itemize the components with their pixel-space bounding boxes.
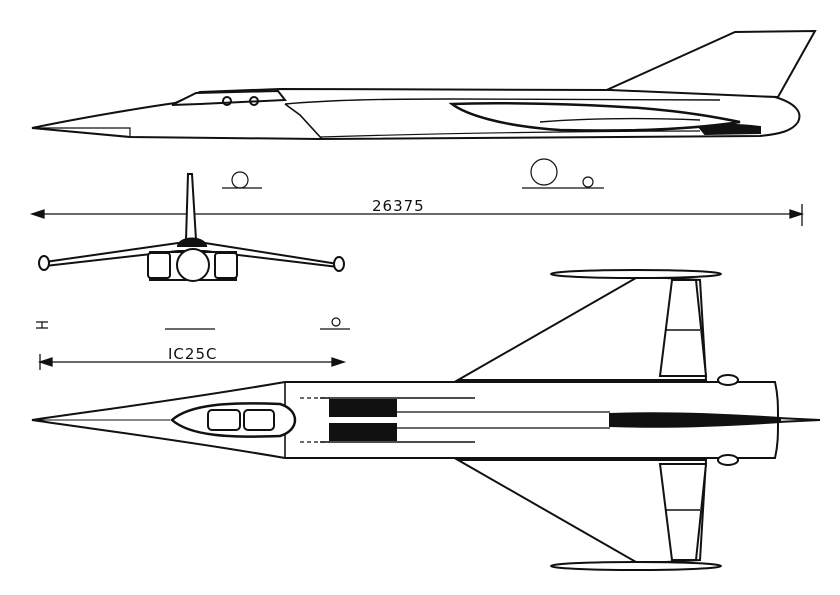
span-dimension (37, 354, 347, 370)
plan-view-fuselage (31, 381, 821, 459)
side-view-lower-line (319, 130, 701, 138)
canopy-porthole (222, 96, 232, 106)
side-view (31, 29, 817, 141)
front-view-fin (184, 173, 198, 241)
plan-view-wingtip-pod (550, 561, 722, 571)
side-view-exhaust (698, 123, 761, 136)
front-view-fuselage-circle (176, 248, 210, 282)
plan-view-canopy-window (207, 409, 241, 431)
front-view-canopy (176, 237, 208, 247)
front-view-markers (36, 317, 350, 330)
side-view-vertical-fin (599, 29, 817, 99)
front-view-intake (147, 252, 171, 279)
plan-view-wingtip-pod (550, 269, 722, 279)
side-view-markers (222, 158, 604, 189)
front-view (38, 173, 345, 282)
plan-view-canopy-window (243, 409, 275, 431)
plan-view-wing-panel (658, 279, 708, 377)
front-view-intake (214, 252, 238, 279)
front-view-wingtip-pod (38, 255, 50, 271)
length-dimension (29, 204, 805, 226)
length-dimension-label: 26375 (372, 197, 425, 215)
side-view-intake-edge (284, 103, 323, 140)
plan-view (31, 269, 821, 571)
side-view-nose-line (32, 127, 131, 137)
side-view-nacelle (448, 101, 741, 132)
front-view-wingtip-pod (333, 256, 345, 272)
side-view-spine (284, 98, 721, 105)
side-view-nacelle-inner (539, 117, 701, 123)
plan-view-wing-panel (658, 463, 708, 561)
span-dimension-label: IC25C (168, 345, 217, 363)
plan-view-exhaust (609, 412, 781, 428)
plan-view-intake-block (329, 399, 397, 417)
canopy-porthole (249, 96, 259, 106)
plan-view-intake-block (329, 423, 397, 441)
